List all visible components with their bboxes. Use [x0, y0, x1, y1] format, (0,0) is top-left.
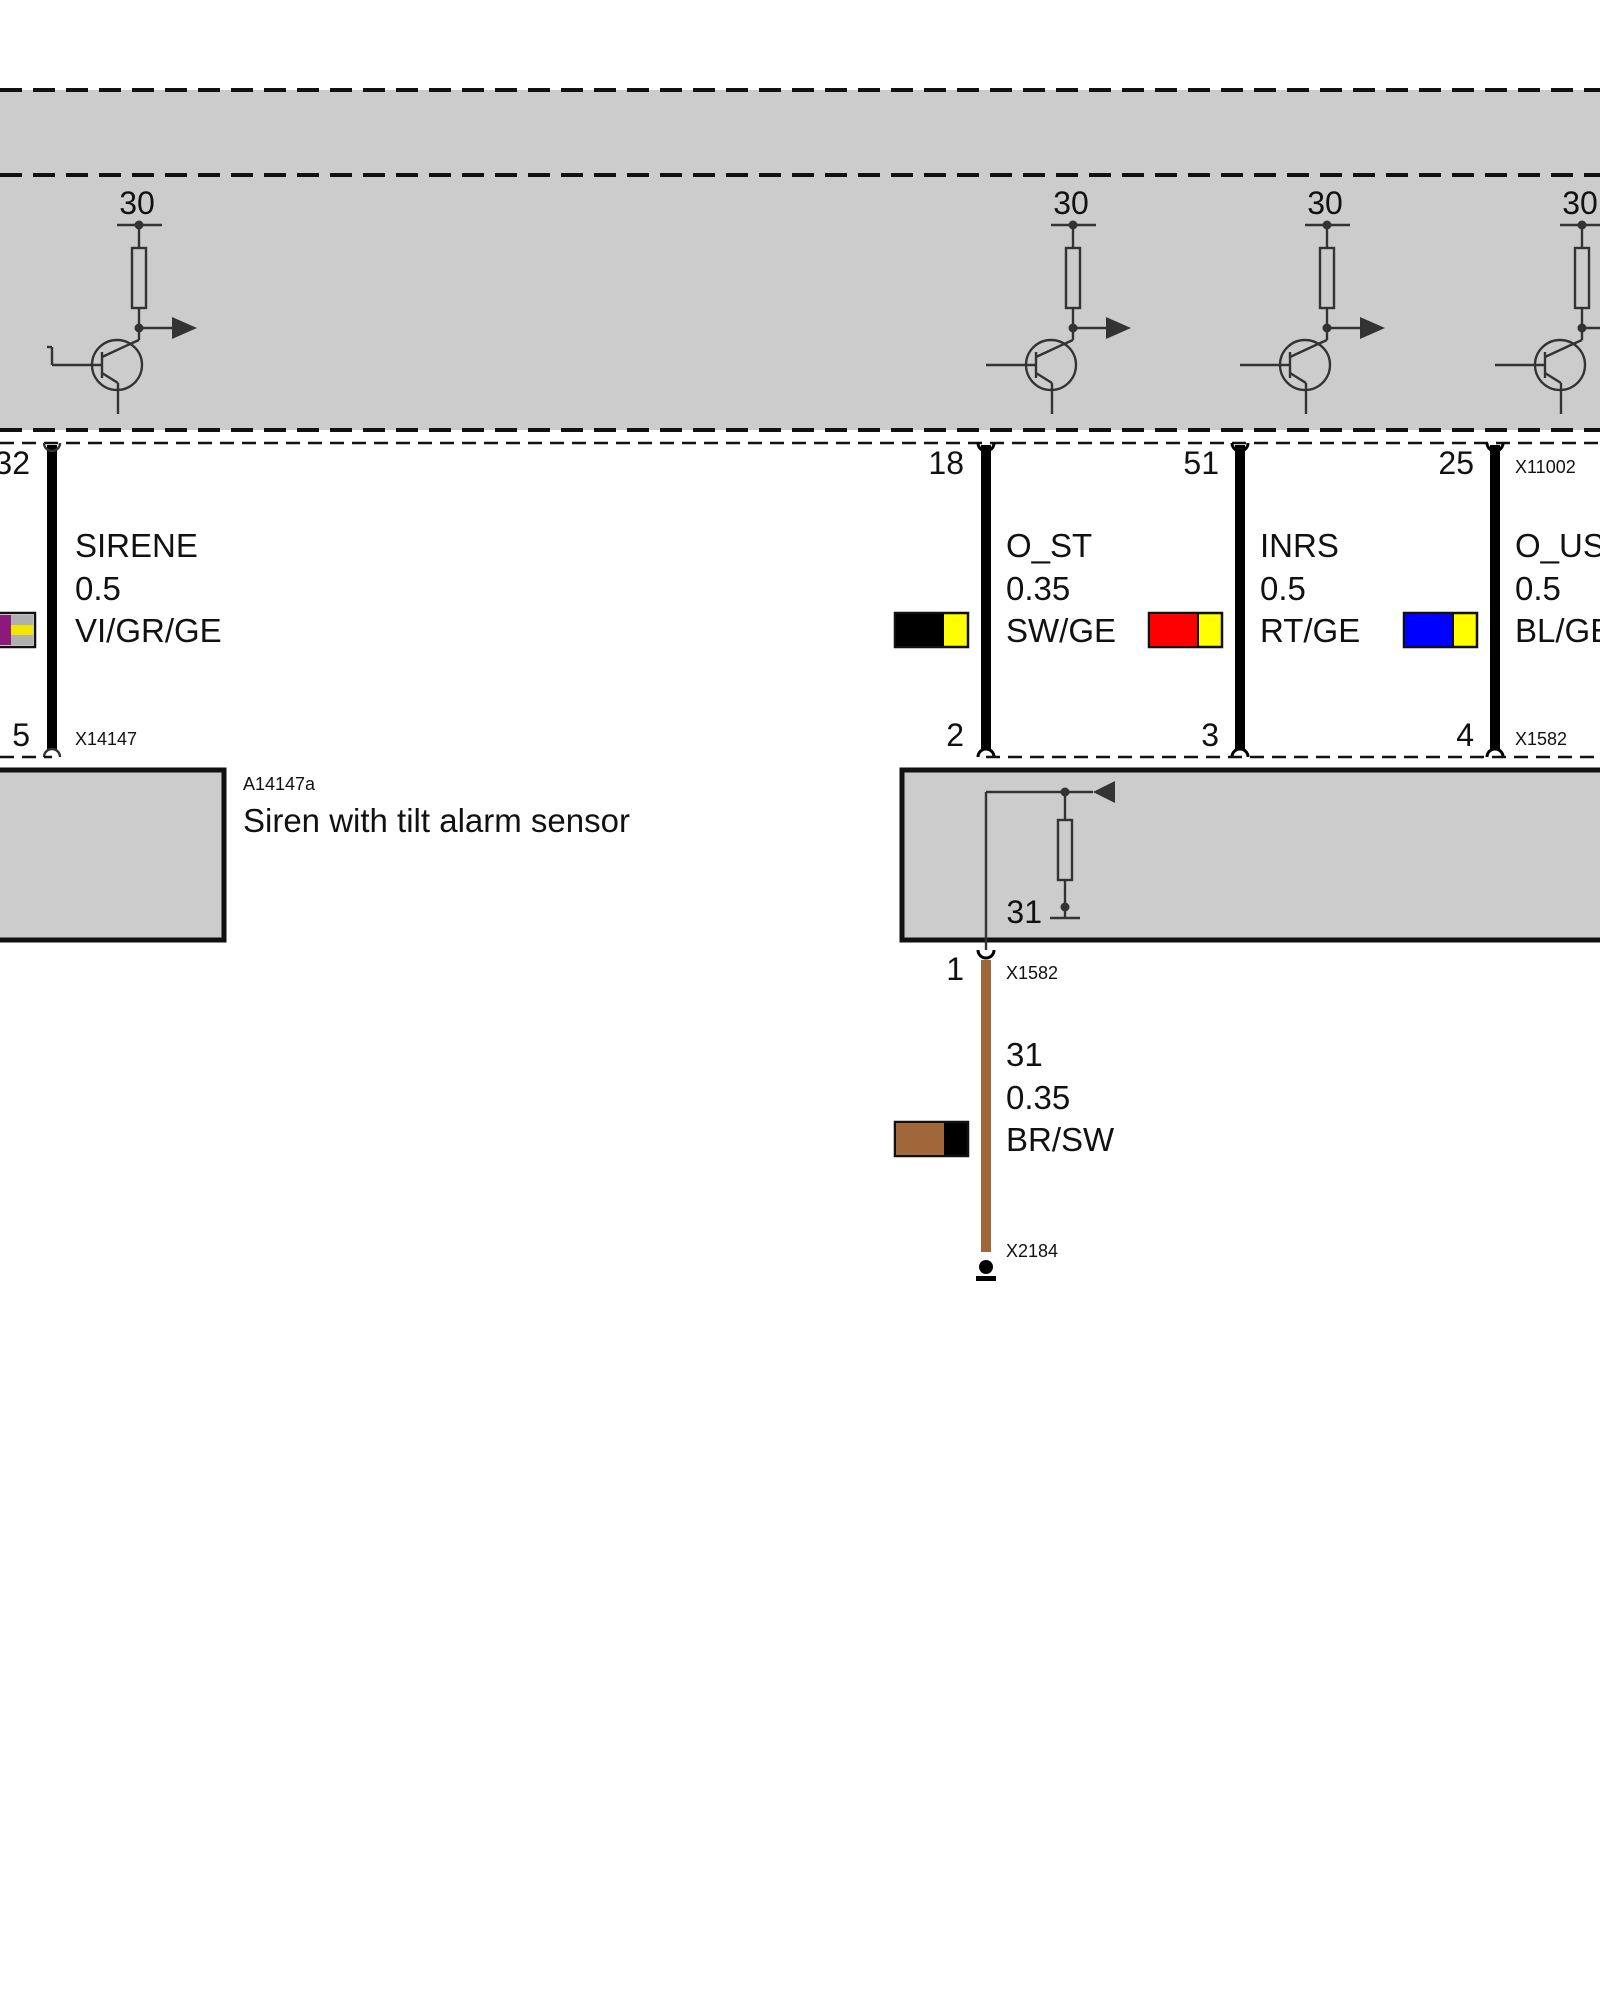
connector-x14147-label: X14147	[75, 729, 137, 749]
pull-up-resistor-icon	[1318, 246, 1336, 310]
pin-top-label: 51	[1183, 445, 1219, 481]
siren-reference: A14147a	[243, 774, 316, 794]
wire-color-code: BL/GE	[1515, 612, 1600, 649]
terminal-30-label: 30	[1053, 185, 1089, 221]
output-driver-o-us: 30	[1495, 185, 1600, 414]
pin-top-label: 32	[0, 445, 30, 481]
wire-o-st: 18 2 O_ST 0.35 SW/GE	[893, 442, 1116, 758]
connector-x1582-label: X1582	[1515, 729, 1567, 749]
wire-color-swatch	[1147, 611, 1224, 649]
wire-ground: 1 X1582 31 0.35 BR/SW X2184	[893, 949, 1115, 1281]
wire-cross-section: 0.5	[75, 570, 121, 607]
wire-color-swatch	[893, 611, 970, 649]
output-arrow-icon	[1360, 317, 1385, 339]
ground-terminal-label: 31	[1006, 894, 1042, 930]
wire-cross-section: 0.35	[1006, 570, 1070, 607]
connector-x11002-label: X11002	[1515, 457, 1576, 477]
input-pull-down-circuit: 31	[984, 781, 1115, 950]
connector-x1582-ground-label: X1582	[1006, 963, 1058, 983]
output-driver-sirene: 30	[47, 185, 197, 414]
pull-up-resistor-icon	[1064, 246, 1082, 310]
input-component-box	[899, 767, 1600, 943]
siren-name: Siren with tilt alarm sensor	[243, 802, 630, 839]
wire-signal-name: SIRENE	[75, 527, 198, 564]
wire-signal-name: 31	[1006, 1036, 1043, 1073]
output-driver-inrs: 30	[1240, 185, 1385, 414]
output-arrow-icon	[1106, 317, 1131, 339]
wire-color-code: RT/GE	[1260, 612, 1360, 649]
input-arrow-icon	[1093, 781, 1115, 803]
ground-point-label: X2184	[1006, 1241, 1058, 1261]
control-unit	[0, 88, 1600, 432]
pin-bottom-label: 2	[946, 717, 964, 753]
wire-color-code: VI/GR/GE	[75, 612, 222, 649]
wire-color-code: BR/SW	[1006, 1121, 1115, 1158]
wire-signal-name: INRS	[1260, 527, 1339, 564]
pin-top-label: 25	[1438, 445, 1474, 481]
output-driver-o-st: 30	[986, 185, 1131, 414]
pin-ground-label: 1	[946, 951, 964, 987]
output-arrow-icon	[172, 317, 197, 339]
terminal-30-label: 30	[119, 185, 155, 221]
pin-bottom-label: 3	[1201, 717, 1219, 753]
terminal-30-label: 30	[1562, 185, 1598, 221]
pin-top-label: 18	[928, 445, 964, 481]
control-unit-body	[0, 90, 1600, 430]
wire-o-us: 25 4 O_US 0.5 BL/GE X1582	[1402, 442, 1600, 758]
pull-up-resistor-icon	[1573, 246, 1591, 310]
ground-point-icon	[979, 1260, 993, 1274]
pin-bottom-label: 4	[1456, 717, 1474, 753]
wire-color-swatch	[0, 611, 37, 649]
siren-component-box	[0, 767, 227, 943]
wire-color-code: SW/GE	[1006, 612, 1116, 649]
wire-color-swatch	[1402, 611, 1479, 649]
wire-cross-section: 0.5	[1260, 570, 1306, 607]
wire-sirene: 32 5 SIRENE 0.5 VI/GR/GE X14147	[0, 442, 222, 758]
pin-bottom-label: 5	[12, 717, 30, 753]
pull-down-resistor-icon	[1056, 818, 1074, 882]
wire-signal-name: O_US	[1515, 527, 1600, 564]
wire-cross-section: 0.5	[1515, 570, 1561, 607]
wire-color-swatch	[893, 1120, 970, 1158]
wire-signal-name: O_ST	[1006, 527, 1092, 564]
wire-cross-section: 0.35	[1006, 1079, 1070, 1116]
wire-inrs: 51 3 INRS 0.5 RT/GE	[1147, 442, 1360, 758]
pull-up-resistor-icon	[130, 246, 148, 310]
terminal-30-label: 30	[1307, 185, 1343, 221]
